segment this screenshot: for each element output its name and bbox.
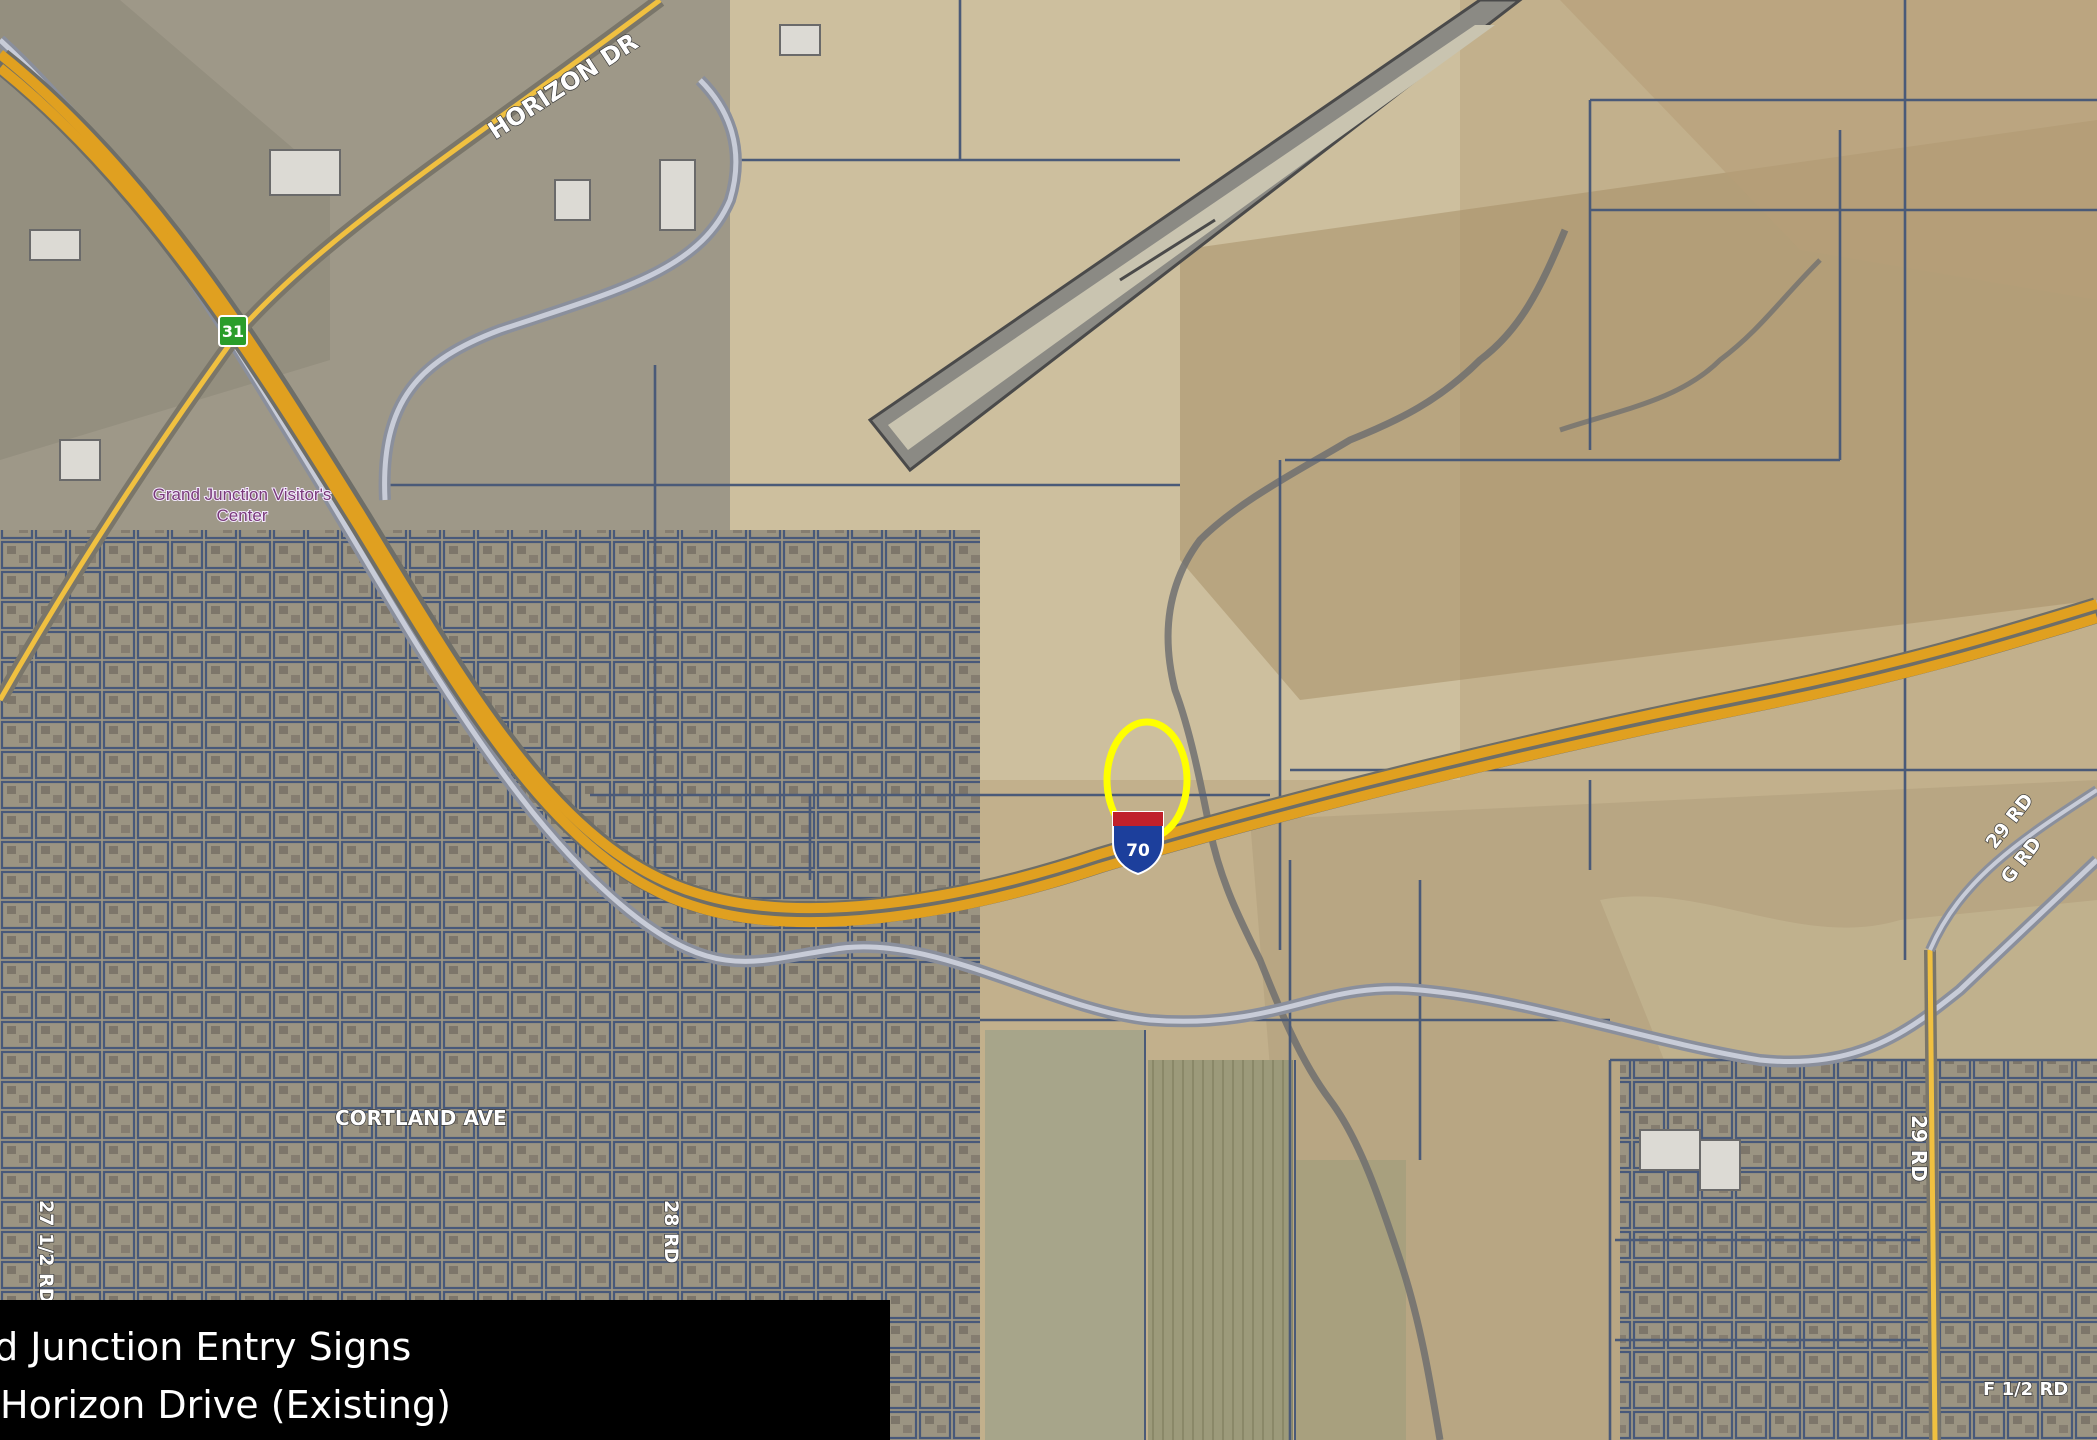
caption-line-1: nd Junction Entry Signs (0, 1325, 412, 1369)
caption-box: nd Junction Entry Signs Horizon Drive (E… (0, 1300, 890, 1440)
buildings (29, 24, 1741, 1191)
caption-line-2: Horizon Drive (Existing) (0, 1383, 451, 1427)
fields (985, 1030, 1406, 1440)
road-29-rd (1924, 785, 2097, 1440)
interstate-70-shield: 70 (1112, 811, 1164, 876)
label-29-rd-lower: 29 RD (1907, 1115, 1931, 1182)
visitor-center-label-line2: Center (216, 506, 267, 525)
airport-runway (867, 0, 1523, 473)
label-27-half-rd: 27 1/2 RD (35, 1200, 57, 1303)
parcel-lines (390, 0, 2097, 1440)
exit-31-number: 31 (222, 322, 244, 341)
label-28-rd: 28 RD (660, 1200, 682, 1263)
label-cortland-ave: CORTLAND AVE (335, 1106, 507, 1130)
interstate-70-number: 70 (1126, 841, 1150, 861)
visitor-center-label-line1: Grand Junction Visitor's (153, 485, 332, 504)
interstate-70 (0, 49, 2097, 928)
frontage-road (0, 35, 2097, 1068)
exit-31-shield: 31 (218, 315, 248, 347)
label-f-half-rd: F 1/2 RD (1983, 1379, 2068, 1400)
creek (1164, 228, 1822, 1440)
